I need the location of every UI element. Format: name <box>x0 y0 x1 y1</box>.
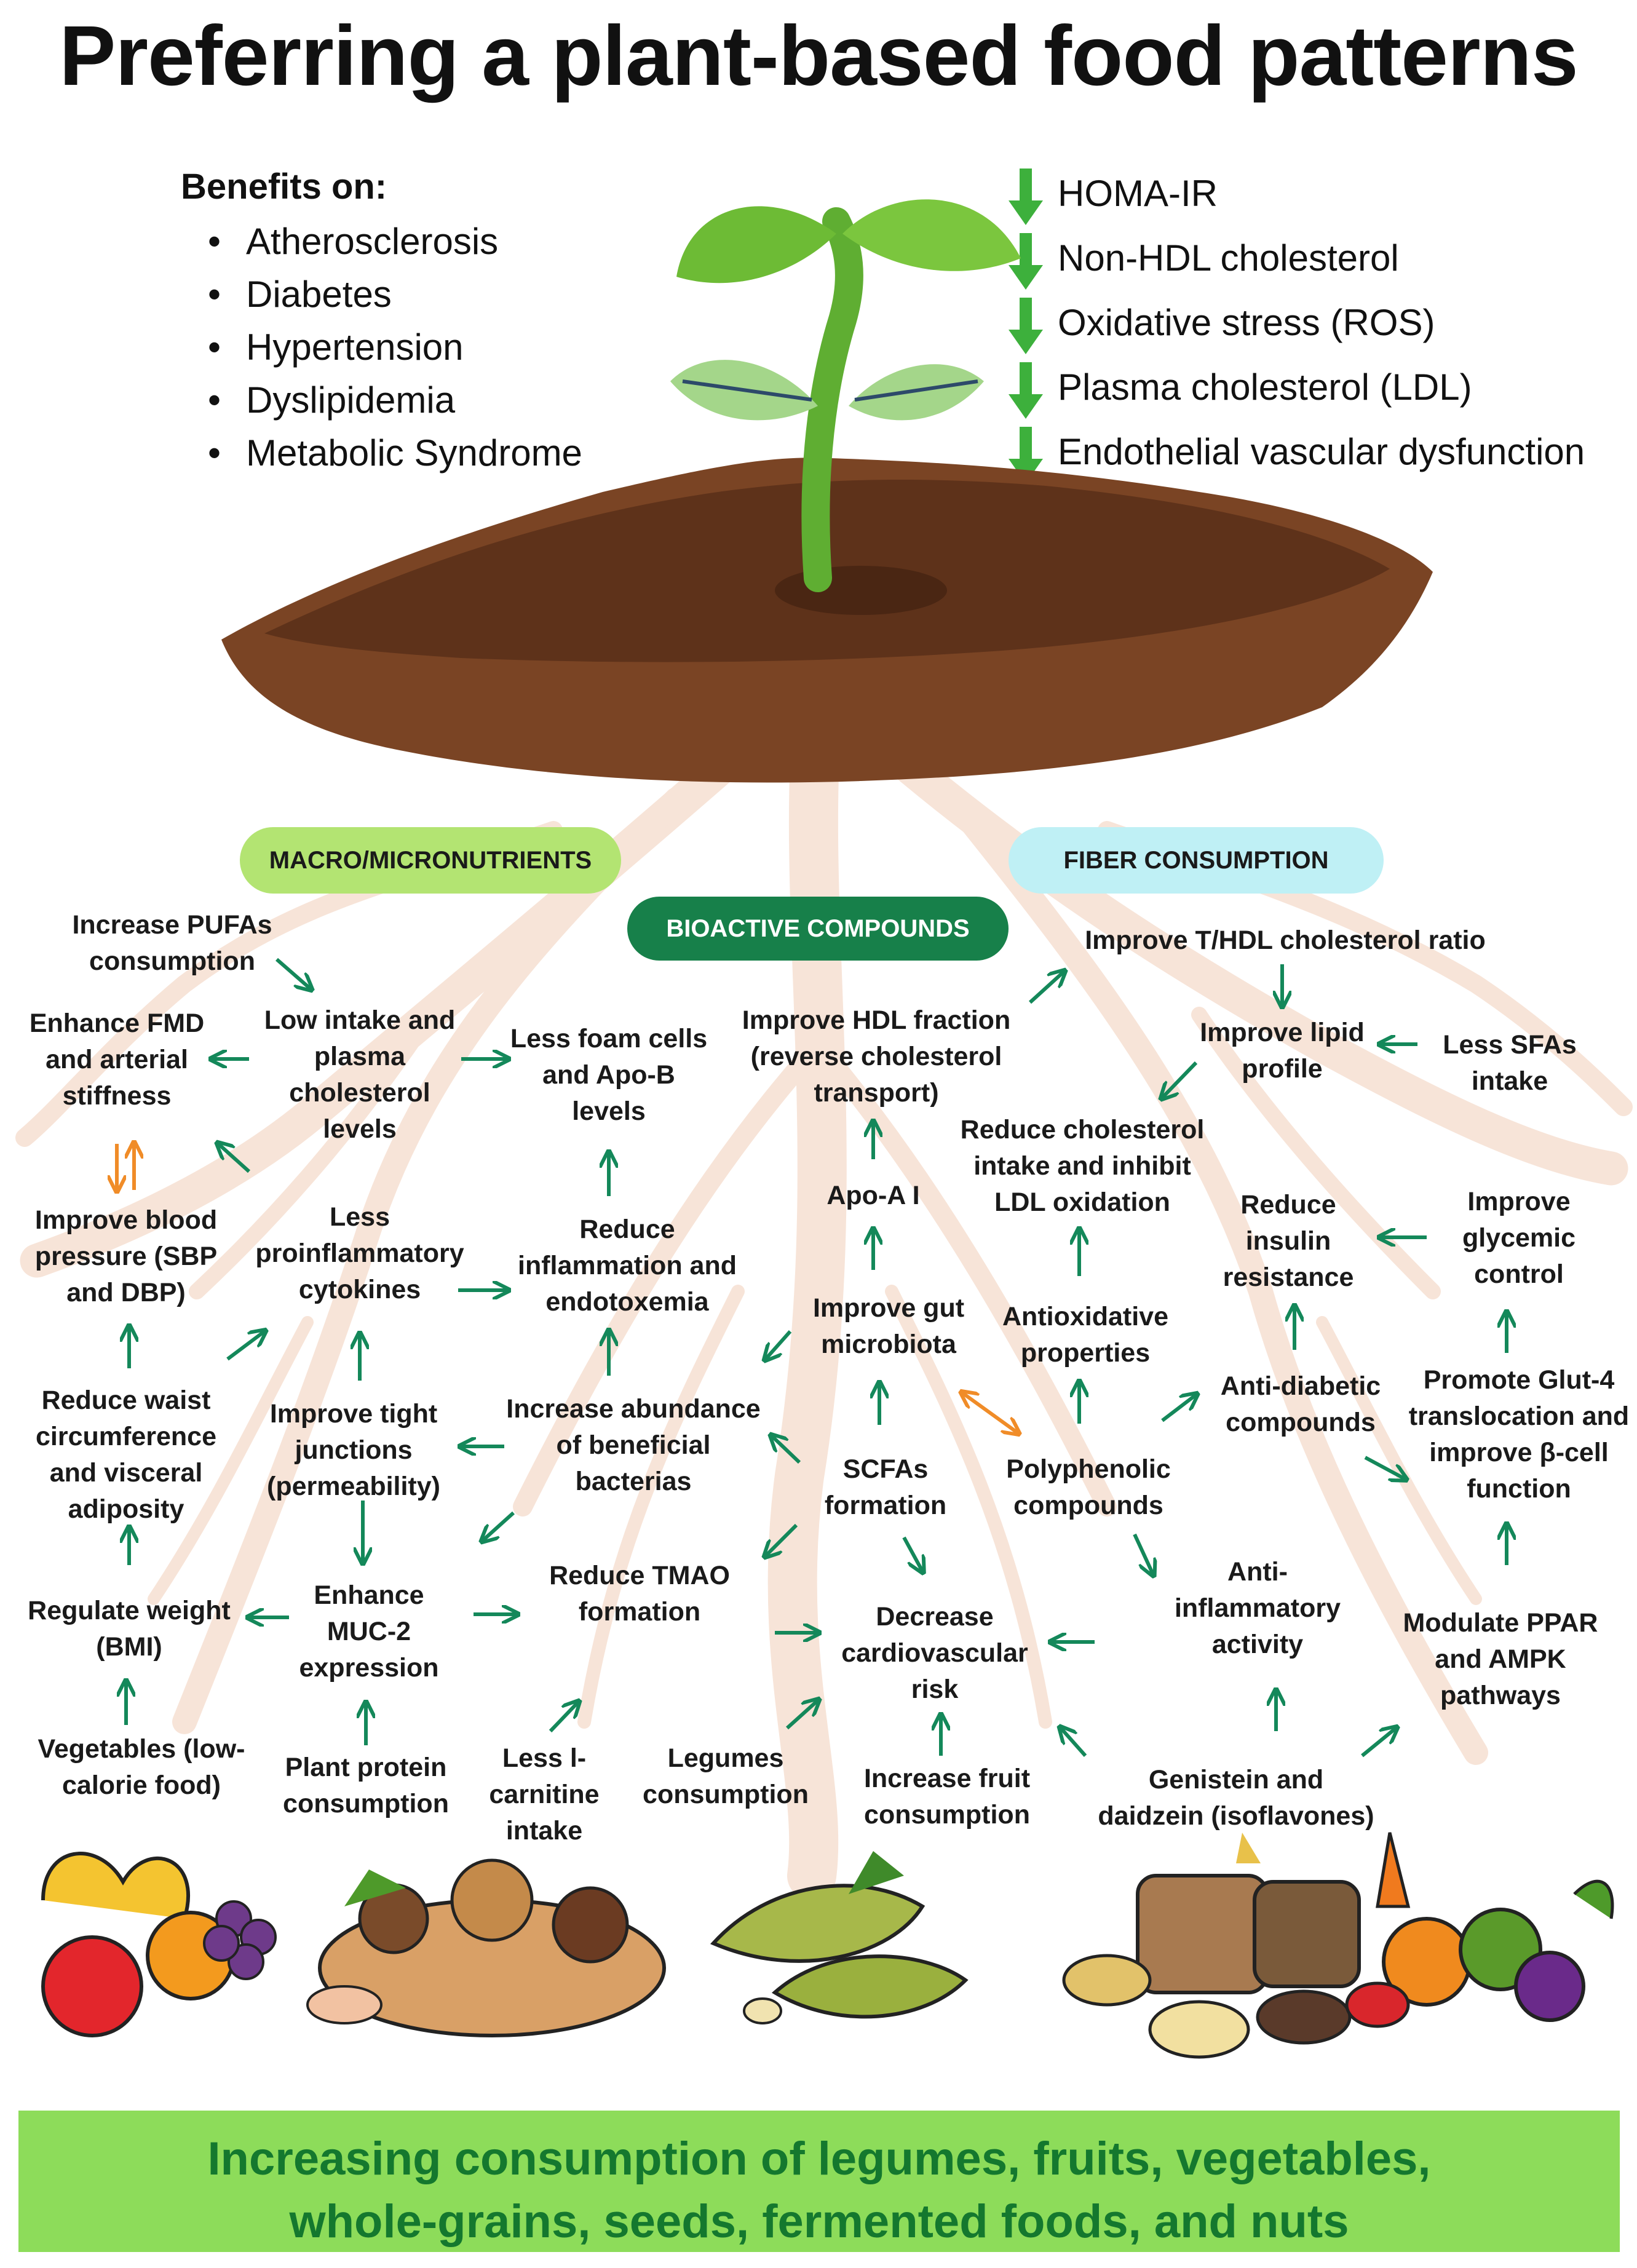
node-improve-blood-pressure: Improve blood pressure (SBP and DBP) <box>34 1205 218 1307</box>
roots-illustration <box>15 683 1633 1900</box>
node-polyphenolic-compounds: Polyphenolic compounds <box>1006 1454 1171 1520</box>
green-down-arrow-icon <box>1009 233 1043 290</box>
green-down-arrow-icon <box>1009 169 1043 225</box>
node-enhance-fmd: Enhance FMD and arterial stiffness <box>29 1009 205 1111</box>
sprout-leaf-right <box>842 199 1021 271</box>
node-regulate-weight: Regulate weight (BMI) <box>28 1596 231 1662</box>
benefit-item: Atherosclerosis <box>203 215 582 268</box>
node-scfas-formation: SCFAs formation <box>824 1454 947 1520</box>
sprout-leaf-left <box>676 206 836 284</box>
node-improve-gut-microbiota: Improve gut microbiota <box>812 1293 965 1359</box>
node-decrease-cardiovascular-risk: Decrease cardiovascular risk <box>841 1602 1028 1704</box>
node-improve-tight-junctions: Improve tight junctions (permeability) <box>267 1399 440 1501</box>
reduced-item-label: Endothelial vascular dysfunction <box>1058 431 1585 472</box>
flow-arrows <box>0 958 1637 1758</box>
node-improve-lipid-profile: Improve lipid profile <box>1200 1018 1365 1084</box>
reduced-item: Oxidative stress (ROS) <box>1009 295 1585 360</box>
benefits-list: Atherosclerosis Diabetes Hypertension Dy… <box>203 215 582 480</box>
benefits-heading: Benefits on: <box>181 167 387 207</box>
node-genistein-daidzein: Genistein and daidzein (isoflavones) <box>1098 1765 1374 1831</box>
reduced-item-label: Plasma cholesterol (LDL) <box>1058 367 1472 408</box>
reduced-item: Non-HDL cholesterol <box>1009 231 1585 295</box>
bioactive-compounds-label: BIOACTIVE COMPOUNDS <box>627 897 1009 961</box>
fiber-consumption-label: FIBER CONSUMPTION <box>1009 827 1384 894</box>
node-increase-fruit: Increase fruit consumption <box>863 1764 1031 1830</box>
node-low-intake: Low intake and plasma cholesterol levels <box>264 1005 456 1144</box>
reduced-item: Plasma cholesterol (LDL) <box>1009 360 1585 424</box>
footer-line-1: Increasing consumption of legumes, fruit… <box>207 2133 1431 2185</box>
sprout-stem <box>801 207 863 592</box>
node-apo-a1: Apo-A I <box>826 1181 920 1210</box>
node-less-carnitine: Less l-carnitine intake <box>489 1743 600 1846</box>
node-reduce-waist: Reduce waist circumference and visceral … <box>36 1386 216 1524</box>
node-anti-inflammatory: Anti-inflammatory activity <box>1174 1557 1341 1659</box>
node-modulate-ppar-ampk: Modulate PPAR and AMPK pathways <box>1403 1608 1598 1710</box>
node-increase-pufas: Increase PUFAs consumption <box>72 910 272 976</box>
node-improve-thdl-ratio: Improve T/HDL cholesterol ratio <box>1085 926 1486 955</box>
benefit-item: Diabetes <box>203 268 582 321</box>
reduced-item: Endothelial vascular dysfunction <box>1009 424 1585 489</box>
reduced-markers-list: HOMA-IR Non-HDL cholesterol Oxidative st… <box>1009 166 1585 489</box>
node-plant-protein: Plant protein consumption <box>283 1753 449 1818</box>
benefit-item: Dyslipidemia <box>203 374 582 427</box>
reduced-item-label: HOMA-IR <box>1058 173 1218 214</box>
node-reduce-tmao: Reduce TMAO formation <box>549 1561 730 1627</box>
node-less-foam-cells: Less foam cells and Apo-B levels <box>510 1024 708 1126</box>
green-down-arrow-icon <box>1009 298 1043 354</box>
benefit-item: Hypertension <box>203 321 582 374</box>
node-promote-glut4: Promote Glut-4 translocation and improve… <box>1408 1365 1630 1504</box>
node-less-sfas: Less SFAs intake <box>1443 1030 1577 1096</box>
node-anti-diabetic-compounds: Anti-diabetic compounds <box>1220 1371 1381 1437</box>
node-reduce-insulin-resistance: Reduce insulin resistance <box>1223 1190 1354 1292</box>
node-legumes-consumption: Legumes consumption <box>643 1743 809 1809</box>
node-reduce-cholesterol: Reduce cholesterol intake and inhibit LD… <box>960 1115 1205 1217</box>
footer-band <box>18 2111 1620 2252</box>
node-enhance-muc2: Enhance MUC-2 expression <box>299 1580 439 1683</box>
page-title: Preferring a plant-based food patterns <box>59 9 1578 103</box>
node-improve-hdl-fraction: Improve HDL fraction (reverse cholestero… <box>742 1005 1011 1108</box>
benefit-item: Metabolic Syndrome <box>203 427 582 480</box>
node-improve-glycemic-control: Improve glycemic control <box>1462 1187 1576 1289</box>
node-reduce-inflammation: Reduce inflammation and endotoxemia <box>518 1215 737 1317</box>
footer-message: Increasing consumption of legumes, fruit… <box>18 2128 1620 2253</box>
macro-micronutrients-label: MACRO/MICRONUTRIENTS <box>240 827 621 894</box>
green-down-arrow-icon <box>1009 362 1043 419</box>
reduced-item-label: Non-HDL cholesterol <box>1058 237 1399 279</box>
reduced-item: HOMA-IR <box>1009 166 1585 231</box>
footer-line-2: whole-grains, seeds, fermented foods, an… <box>289 2195 1349 2248</box>
node-antioxidative: Antioxidative properties <box>1002 1302 1168 1368</box>
sprout-in-soil-illustration <box>221 199 1433 783</box>
node-less-cytokines: Less proinflammatory cytokines <box>255 1202 464 1304</box>
node-vegetables: Vegetables (low-calorie food) <box>38 1734 245 1800</box>
reduced-item-label: Oxidative stress (ROS) <box>1058 302 1435 343</box>
node-beneficial-bacteria: Increase abundance of beneficial bacteri… <box>506 1394 761 1496</box>
